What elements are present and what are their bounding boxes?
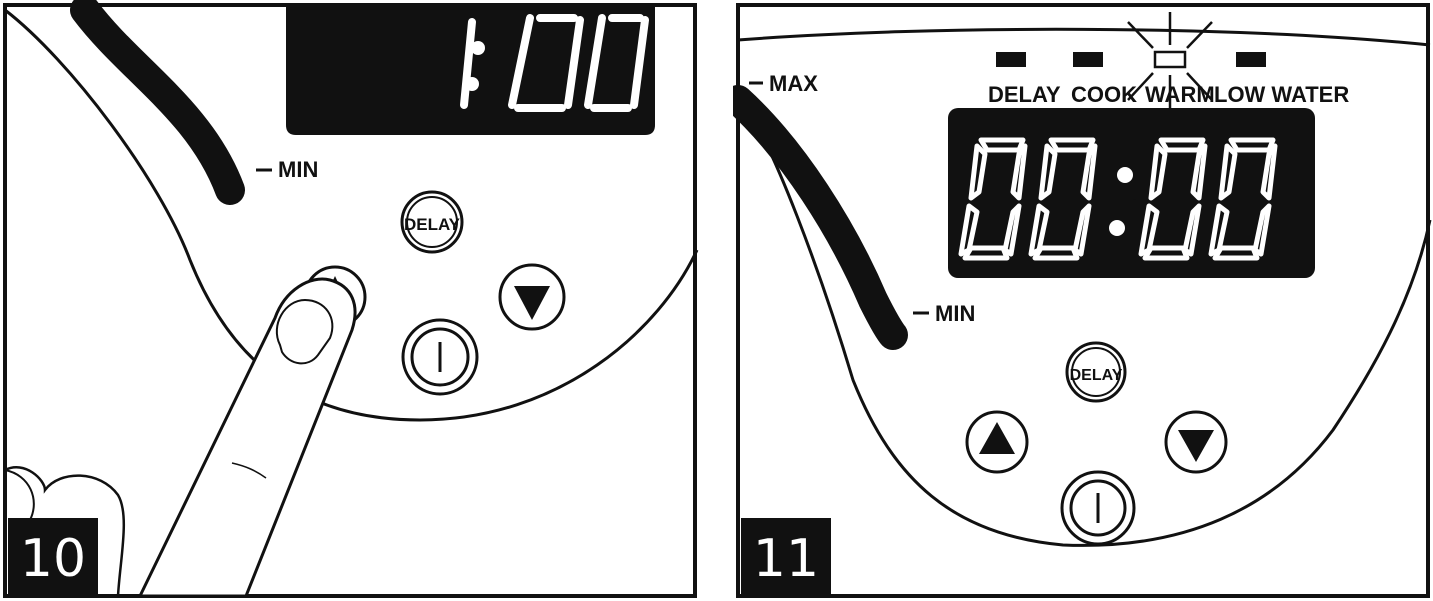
indicator-warm-label: WARM bbox=[1145, 82, 1215, 107]
delay-button-label: DELAY bbox=[1070, 367, 1123, 384]
appliance-body-outline bbox=[736, 94, 1432, 547]
indicator-cook: COOK bbox=[1071, 52, 1137, 107]
down-button[interactable] bbox=[498, 263, 566, 331]
delay-button[interactable]: DELAY bbox=[400, 190, 464, 254]
step-10-panel: MIN 1:00 DELAY bbox=[0, 0, 700, 601]
display-text: 1:00 bbox=[560, 79, 562, 81]
down-button[interactable] bbox=[1164, 410, 1228, 474]
indicator-low-water: LOW WATER bbox=[1214, 52, 1349, 107]
indicator-low-water-label: LOW WATER bbox=[1214, 82, 1349, 107]
top-rim bbox=[737, 27, 1431, 47]
step-number: 10 bbox=[20, 529, 86, 589]
indicator-delay-label: DELAY bbox=[988, 82, 1061, 107]
up-button[interactable] bbox=[965, 410, 1029, 474]
warm-indicator-light bbox=[1153, 50, 1187, 69]
water-level-tube bbox=[70, 0, 245, 205]
display-digits bbox=[958, 137, 1278, 261]
background-fold bbox=[4, 469, 35, 521]
step-number-badge bbox=[8, 518, 98, 596]
step-number-badge bbox=[741, 518, 831, 596]
water-level-tube bbox=[733, 85, 908, 350]
finger-press-icon bbox=[137, 277, 357, 598]
step-11-panel: MAX MIN DELAY COOK WARM LOW WATER bbox=[733, 0, 1433, 601]
indicator-delay: DELAY bbox=[988, 52, 1061, 107]
max-label: MAX bbox=[769, 71, 818, 96]
low-water-indicator-light bbox=[1236, 52, 1266, 67]
arrow-down-icon bbox=[514, 286, 550, 320]
min-label: MIN bbox=[278, 157, 318, 182]
delay-button-label: DELAY bbox=[404, 215, 461, 234]
min-label: MIN bbox=[935, 301, 975, 326]
colon-bottom bbox=[1109, 220, 1125, 236]
display-digits bbox=[460, 14, 649, 112]
arrow-up-icon bbox=[979, 422, 1015, 454]
power-button[interactable] bbox=[401, 318, 479, 396]
delay-button[interactable]: DELAY bbox=[1065, 341, 1127, 403]
colon-top bbox=[1117, 167, 1133, 183]
step-number: 11 bbox=[753, 529, 819, 589]
indicator-cook-label: COOK bbox=[1071, 82, 1137, 107]
background-hand-outline bbox=[4, 466, 126, 597]
arrow-down-icon bbox=[1178, 430, 1214, 462]
cook-indicator-light bbox=[1073, 52, 1103, 67]
delay-indicator-light bbox=[996, 52, 1026, 67]
power-button[interactable] bbox=[1060, 470, 1136, 546]
display-text: 00:00 bbox=[1133, 199, 1136, 201]
indicator-warm: WARM bbox=[1127, 12, 1215, 108]
blink-rays-icon bbox=[1127, 12, 1213, 108]
